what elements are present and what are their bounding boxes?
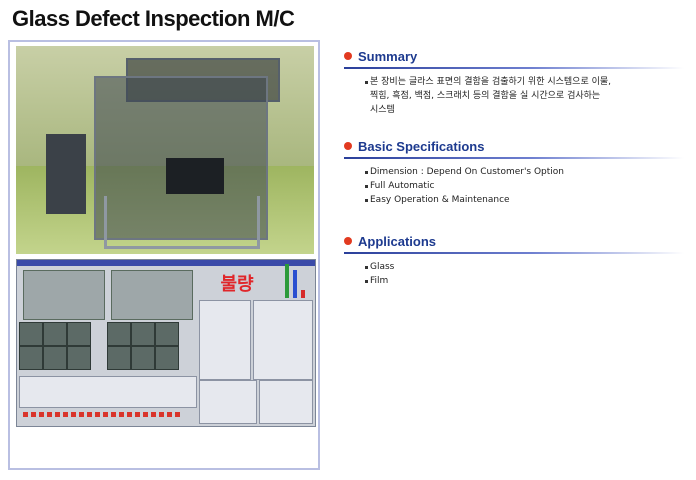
- section-divider: [344, 67, 684, 69]
- spec-item-dimension: Dimension : Depend On Customer's Option: [365, 165, 684, 179]
- summary-line-2: 찍힘, 흑점, 백점, 스크래치 등의 결함을 실 시간으로 검사하는: [370, 91, 601, 101]
- page-title: Glass Defect Inspection M/C: [12, 6, 295, 31]
- red-bullet-icon: [344, 142, 352, 150]
- summary-line-1: 본 장비는 글라스 표면의 결함을 검출하기 위한 시스템으로 이물,: [365, 75, 684, 89]
- summary-line-3: 시스템: [370, 105, 395, 115]
- applications-section: Applications Glass Film: [344, 231, 684, 288]
- specifications-heading: Basic Specifications: [358, 138, 485, 154]
- application-item-film: Film: [365, 274, 684, 288]
- machine-photo: [16, 46, 314, 254]
- inspection-software-screenshot: 불량: [16, 259, 316, 427]
- summary-heading: Summary: [358, 48, 418, 64]
- application-item-glass: Glass: [365, 260, 684, 274]
- spec-item-automatic: Full Automatic: [365, 179, 684, 193]
- section-divider: [344, 252, 684, 254]
- red-bullet-icon: [344, 237, 352, 245]
- spec-item-operation: Easy Operation & Maintenance: [365, 193, 684, 207]
- defect-status-label: 불량: [220, 274, 254, 295]
- section-divider: [344, 157, 684, 159]
- red-bullet-icon: [344, 52, 352, 60]
- summary-section: Summary 본 장비는 글라스 표면의 결함을 검출하기 위한 시스템으로 …: [344, 46, 684, 117]
- applications-heading: Applications: [358, 233, 437, 249]
- specifications-section: Basic Specifications Dimension : Depend …: [344, 136, 684, 207]
